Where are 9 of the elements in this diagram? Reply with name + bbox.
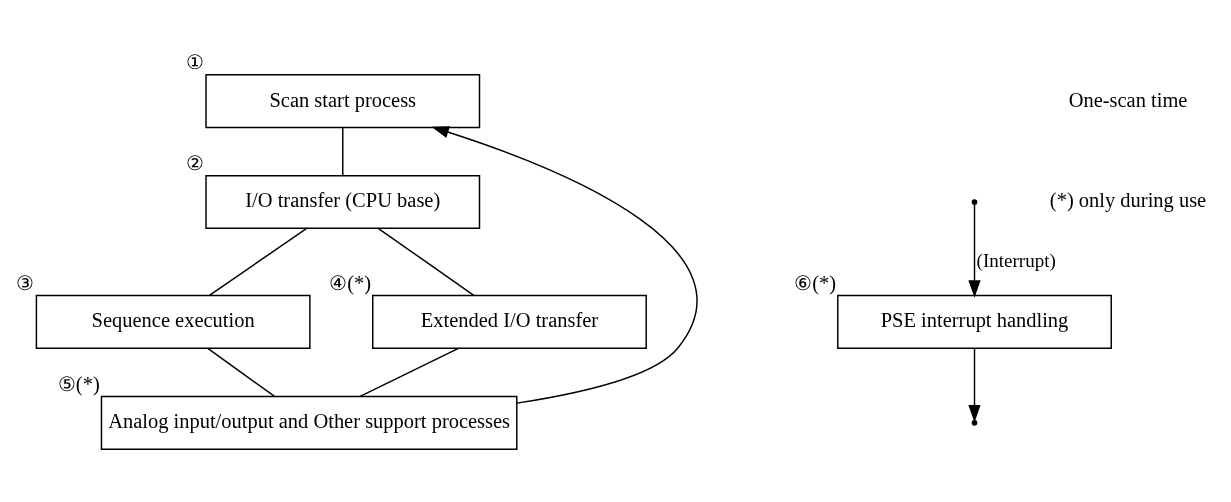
node-label: ② (186, 152, 205, 175)
node-label: ⑥(*) (794, 272, 837, 295)
edge-label: (Interrupt) (976, 249, 1056, 271)
node-label: ⑤(*) (57, 372, 100, 395)
label: (*) only during use (1049, 189, 1207, 212)
node-label: ④(*) (329, 272, 372, 295)
label: One-scan time (1068, 88, 1188, 111)
node-label: ③ (16, 272, 35, 295)
node-label: ① (186, 51, 205, 74)
